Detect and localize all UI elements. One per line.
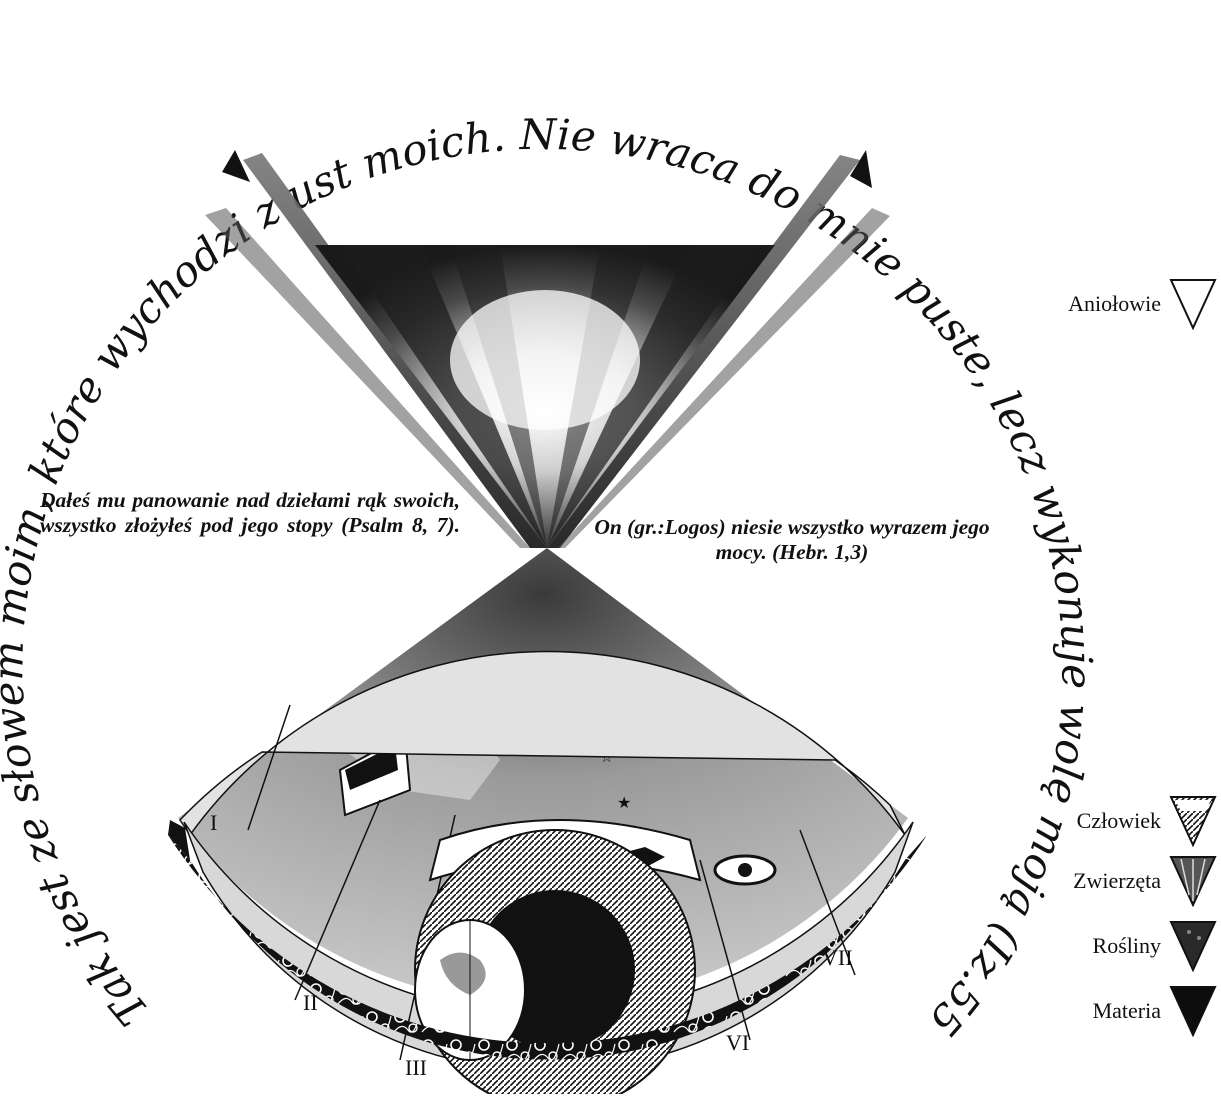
svg-text:★: ★ [617,793,631,812]
section-label: II [303,990,318,1015]
animals-triangle-icon [1169,855,1217,907]
arrow-right-icon [850,150,872,188]
human-triangle-icon [1169,795,1217,847]
legend-item-animals: Zwierzęta [1073,855,1217,907]
psalm-quote: Dałeś mu panowanie nad dziełami rąk swoi… [40,488,460,538]
plants-triangle-icon [1169,920,1217,972]
legend-label-animals: Zwierzęta [1073,868,1161,894]
legend-label-human: Człowiek [1077,808,1161,834]
lower-cone: ★ ★ ☆ ★ ☆ ★ ★ ☆ [168,548,927,1094]
section-label: VII [822,945,853,970]
legend-label-plants: Rośliny [1093,933,1161,959]
section-label: VI [726,1030,749,1055]
legend-label-angels: Aniołowie [1068,291,1161,317]
legend-label-matter: Materia [1093,998,1161,1024]
legend-item-plants: Rośliny [1093,920,1217,972]
hollow-triangle-icon [1169,278,1217,330]
legend-item-matter: Materia [1093,985,1217,1037]
section-label: I [210,810,217,835]
matter-triangle-icon [1169,985,1217,1037]
legend-item-angels: Aniołowie [1068,278,1217,330]
section-label: III [405,1055,427,1080]
arrow-left-icon [222,150,250,182]
legend-item-human: Człowiek [1077,795,1217,847]
hebrews-quote: On (gr.:Logos) niesie wszystko wyrazem j… [592,515,992,565]
